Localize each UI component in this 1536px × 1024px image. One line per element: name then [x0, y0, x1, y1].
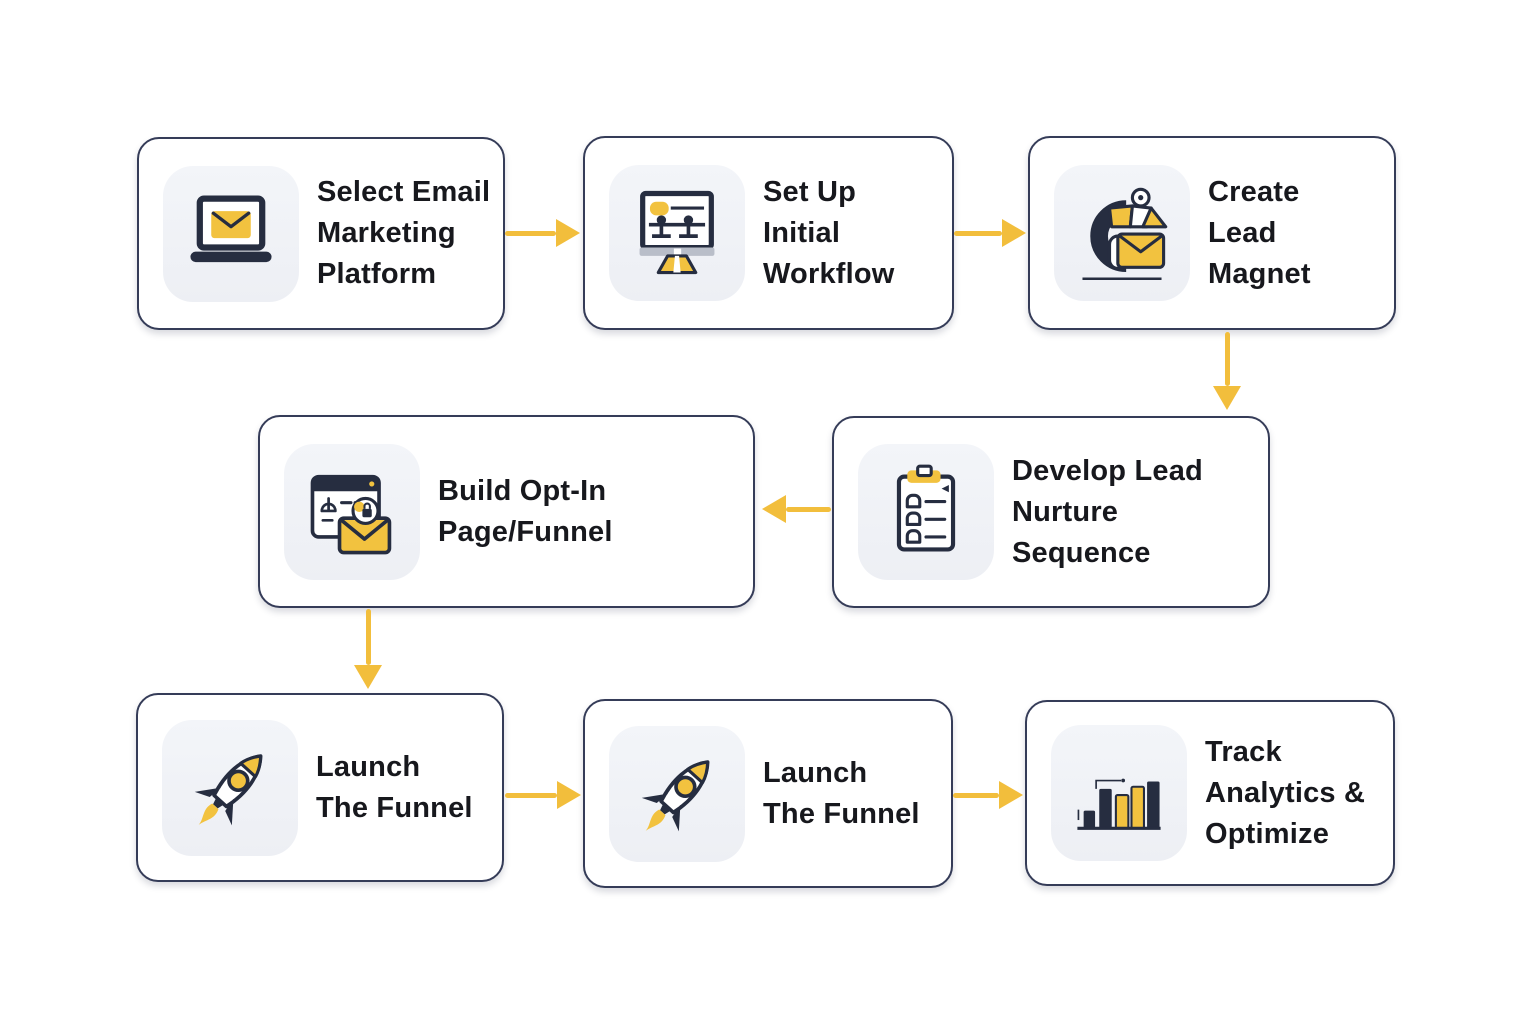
flow-arrow-step5-to-step6	[354, 609, 382, 689]
arrow-head-icon	[1213, 386, 1241, 410]
card-label-line: Initial	[763, 216, 841, 249]
card-label: Launch The Funnel	[316, 695, 492, 880]
card-label-line: Workflow	[763, 257, 895, 290]
arrow-head-icon	[999, 781, 1023, 809]
card-label-line: Optimize	[1205, 817, 1330, 850]
arrow-head-icon	[557, 781, 581, 809]
card-label: Build Opt-In Page/Funnel	[438, 417, 743, 606]
optin-page-icon	[284, 443, 420, 580]
flow-step-build-opt-in-page-funnel: Build Opt-In Page/Funnel	[258, 415, 755, 608]
arrow-head-icon	[556, 219, 580, 247]
card-label-line: Launch	[763, 756, 868, 789]
card-label-line: Build Opt-In	[438, 474, 607, 507]
card-label: Set Up Initial Workflow	[763, 138, 942, 328]
arrow-shaft	[953, 792, 999, 798]
card-label-line: Lead	[1208, 216, 1277, 249]
card-label: Develop Lead Nurture Sequence	[1012, 418, 1258, 606]
card-label-line: The Funnel	[316, 791, 473, 824]
card-label-line: Launch	[316, 750, 421, 783]
flow-step-launch-the-funnel-2: Launch The Funnel	[583, 699, 953, 888]
flow-arrow-step1-to-step2	[505, 219, 580, 247]
card-label-line: Magnet	[1208, 257, 1311, 290]
flow-step-set-up-initial-workflow: Set Up Initial Workflow	[583, 136, 954, 330]
flow-arrow-step3-to-step4	[1213, 332, 1241, 410]
arrow-shaft	[954, 230, 1002, 236]
arrow-shaft	[505, 230, 556, 236]
card-label-line: Set Up	[763, 175, 857, 208]
rocket-icon	[609, 725, 745, 862]
flow-arrow-step7-to-step8	[953, 781, 1023, 809]
flow-arrow-step4-to-step5	[762, 495, 831, 523]
magnet-email-icon	[1054, 165, 1190, 301]
card-label-line: Select Email	[317, 176, 491, 208]
arrow-head-icon	[762, 495, 786, 523]
arrow-head-icon	[1002, 219, 1026, 247]
flow-step-track-analytics-optimize: Track Analytics & Optimize	[1025, 700, 1395, 886]
rocket-icon	[162, 719, 298, 856]
arrow-shaft	[505, 792, 557, 798]
card-label-line: The Funnel	[763, 797, 920, 830]
workflow-monitor-icon	[609, 165, 745, 301]
flow-step-select-email-marketing-platform: Select Email Marketing Platform	[137, 137, 505, 330]
card-label-line: Track	[1205, 735, 1282, 768]
laptop-email-icon	[163, 165, 299, 302]
flow-step-create-lead-magnet: Create Lead Magnet	[1028, 136, 1396, 330]
arrow-shaft	[365, 609, 371, 665]
card-label-line: Nurture	[1012, 495, 1119, 528]
flow-step-develop-lead-nurture-sequence: Develop Lead Nurture Sequence	[832, 416, 1270, 608]
card-label: Create Lead Magnet	[1208, 138, 1384, 328]
checklist-icon	[858, 444, 994, 580]
card-label-line: Platform	[317, 258, 437, 290]
flow-arrow-step2-to-step3	[954, 219, 1026, 247]
card-label-line: Analytics &	[1205, 776, 1366, 809]
card-label: Select Email Marketing Platform	[317, 139, 493, 328]
card-label: Track Analytics & Optimize	[1205, 702, 1383, 884]
flow-arrow-step6-to-step7	[505, 781, 581, 809]
card-label-line: Develop Lead	[1012, 454, 1203, 487]
arrow-shaft	[1224, 332, 1230, 386]
bar-chart-icon	[1051, 725, 1187, 861]
arrow-shaft	[786, 506, 831, 512]
card-label-line: Sequence	[1012, 536, 1151, 569]
arrow-head-icon	[354, 665, 382, 689]
card-label-line: Marketing	[317, 217, 456, 249]
flow-step-launch-the-funnel-1: Launch The Funnel	[136, 693, 504, 882]
card-label-line: Create	[1208, 175, 1300, 208]
card-label-line: Page/Funnel	[438, 515, 613, 548]
card-label: Launch The Funnel	[763, 701, 941, 886]
